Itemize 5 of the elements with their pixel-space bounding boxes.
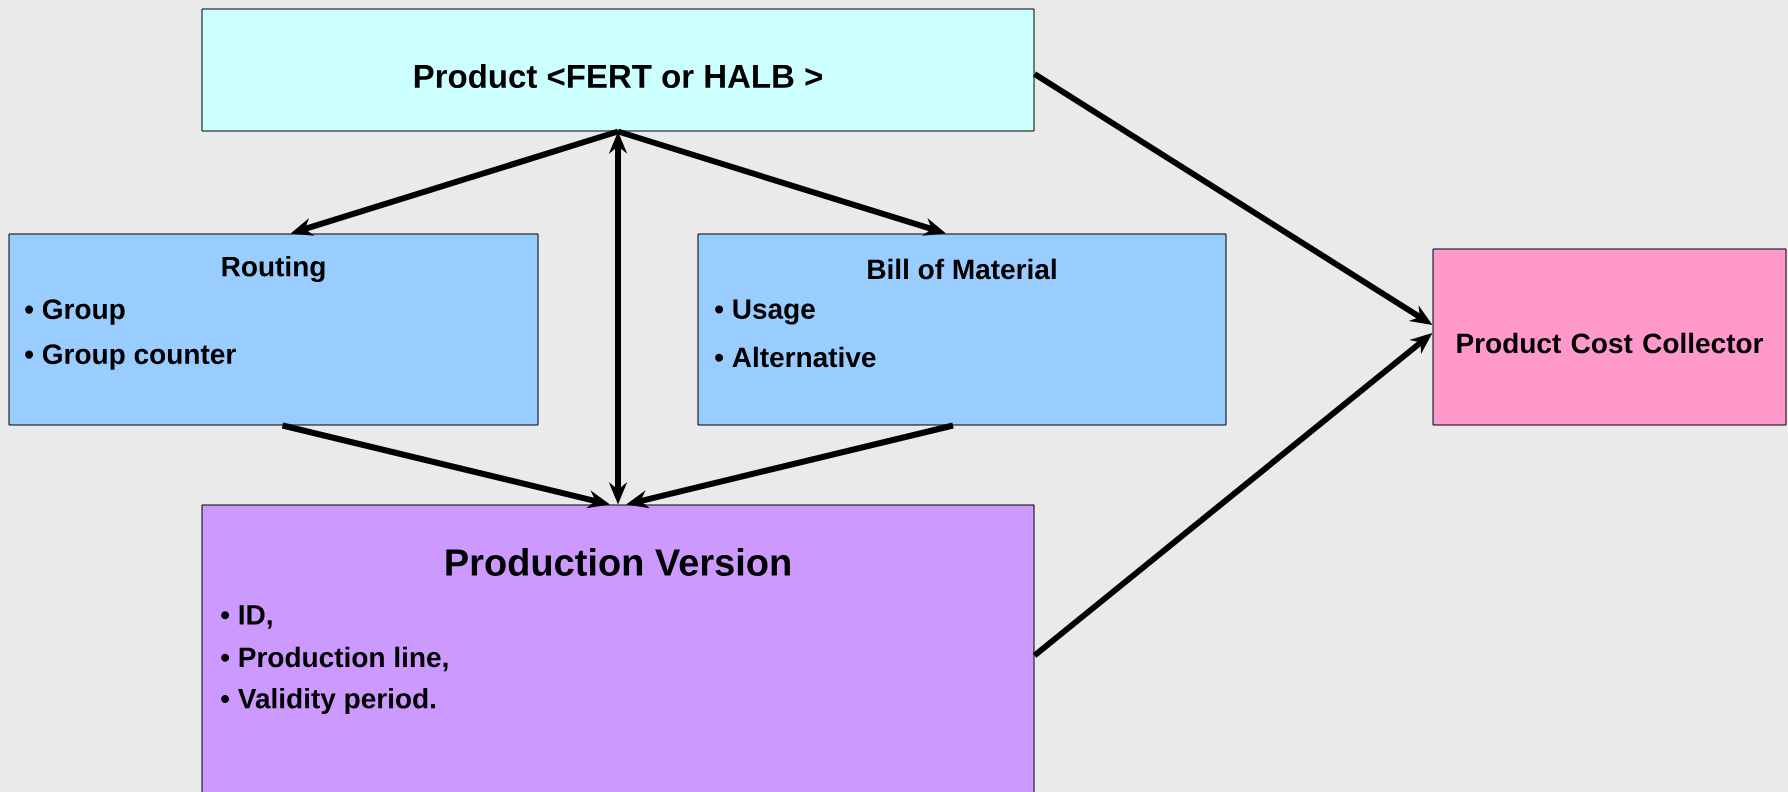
process-box: Production Version • ID, • Production line, • Validity period. xyxy=(201,504,1035,792)
process-box: Bill of Material • Usage • Alternative xyxy=(697,233,1227,426)
process-box: Product <FERT or HALB > xyxy=(201,8,1035,132)
process-box: Product Cost Collector xyxy=(1432,248,1787,426)
process-box: Routing • Group • Group counter xyxy=(8,233,539,426)
